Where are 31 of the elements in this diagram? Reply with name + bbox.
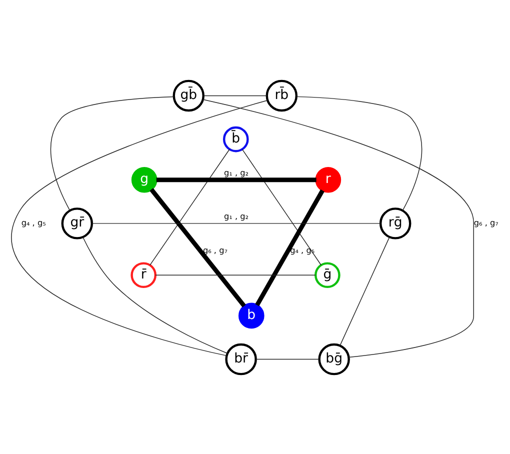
connector bbox=[203, 94, 268, 96]
node-circle: g bbox=[131, 166, 158, 192]
connector bbox=[156, 177, 316, 182]
edge-label: g₆ , g₇ bbox=[474, 217, 498, 228]
node-circle: rḡ bbox=[379, 207, 412, 239]
connector bbox=[155, 274, 316, 275]
edge-label: g₁ , g₂ bbox=[224, 166, 249, 177]
connector bbox=[92, 222, 381, 224]
edge-label: g₁ , g₂ bbox=[224, 210, 249, 220]
node-circle: b̄ bbox=[222, 126, 249, 152]
connector bbox=[242, 148, 322, 265]
connector bbox=[296, 96, 422, 210]
edge-label: g₄ , g₅ bbox=[21, 217, 46, 228]
node-circle: bḡ bbox=[318, 342, 350, 375]
connector bbox=[202, 98, 474, 358]
connector bbox=[255, 188, 324, 306]
node-circle: r bbox=[315, 166, 342, 192]
connector bbox=[12, 100, 268, 356]
connector bbox=[150, 188, 246, 307]
connector bbox=[150, 148, 230, 265]
node-circle: br̄ bbox=[225, 342, 257, 375]
node-circle: r̄ bbox=[130, 262, 157, 288]
node-circle: gr̄ bbox=[61, 207, 94, 239]
node-circle: gb̄ bbox=[172, 79, 205, 112]
connector bbox=[82, 236, 228, 354]
node-circle: b bbox=[238, 302, 264, 328]
connector bbox=[50, 96, 174, 210]
connector bbox=[256, 358, 320, 360]
connector bbox=[340, 236, 390, 346]
node-circle: ḡ bbox=[314, 262, 340, 288]
node-circle: rb̄ bbox=[266, 79, 298, 112]
